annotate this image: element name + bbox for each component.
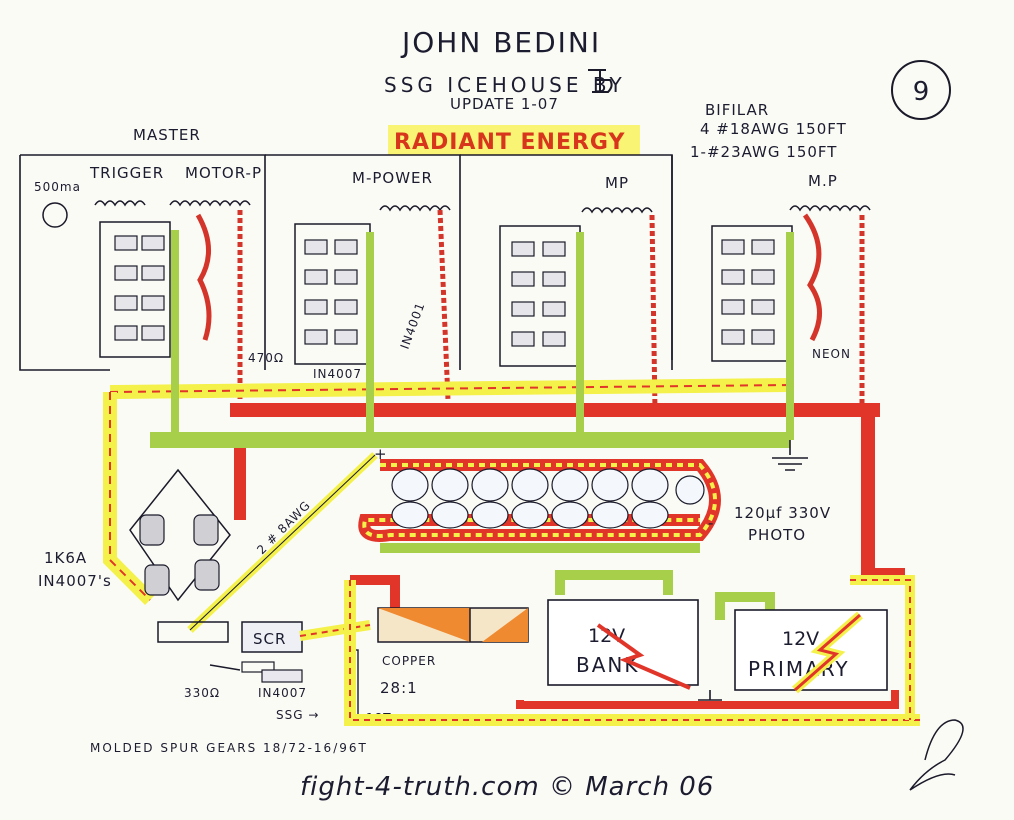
bifilar-line-2: 1-#23AWG 150FT — [690, 143, 837, 161]
jb-logo-mark: JB — [588, 69, 613, 93]
module-m-power-header: M-POWER — [352, 169, 433, 187]
primary-battery: 12V PRIMARY — [516, 575, 915, 720]
transistor-board — [99, 221, 171, 358]
neon-label: NEON — [812, 347, 851, 361]
m-power-lead-red — [437, 209, 451, 401]
top-frame-wires — [19, 154, 673, 371]
bridge-label-2: IN4007's — [38, 572, 112, 590]
motor-p-label: MOTOR-P — [185, 164, 262, 182]
bank-lightning-icon — [596, 623, 691, 690]
m-power-coil-icon — [379, 205, 451, 212]
mp-coil-icon — [581, 207, 653, 214]
resistor-330-icon — [241, 661, 275, 673]
radiant-highlight — [388, 125, 640, 155]
title-line-1: JOHN BEDINI — [400, 26, 601, 59]
ground-icon — [772, 457, 808, 471]
bank-battery: 12V BANK — [547, 570, 699, 690]
mp-transistor-icons — [511, 241, 566, 347]
bifilar-twist-icon — [195, 213, 212, 341]
in4001-label: IN4001 — [398, 300, 428, 351]
green-ground-bus — [150, 230, 808, 471]
m-power-transistor-icons — [304, 239, 358, 345]
photo-label: PHOTO — [748, 526, 806, 544]
title-block: JOHN BEDINI SSG ICEHOUSE BY JB UPDATE 1-… — [384, 26, 951, 155]
ma500-label: 500ma — [34, 180, 81, 194]
trigger-coil-icon — [94, 200, 146, 207]
bifilar-line-1: 4 #18AWG 150FT — [700, 120, 847, 138]
footer-site: fight-4-truth.com © March 06 — [300, 772, 714, 802]
bridge-label-1: 1K6A — [44, 549, 87, 567]
module-m-power: M-POWER 470Ω IN4007 IN4001 — [248, 169, 451, 401]
module-m-p-header: M.P — [808, 172, 838, 190]
bank-volts-label: 12V — [588, 625, 625, 647]
ratio-label: 28:1 — [380, 679, 418, 697]
in4007-bottom-label: IN4007 — [258, 686, 307, 700]
commutator: COPPER — [344, 575, 920, 726]
title-line-2: SSG ICEHOUSE BY — [384, 73, 626, 97]
motor-coil-icon — [169, 200, 251, 207]
bulb-icon — [42, 202, 68, 228]
module-m-p: M.P NEON — [711, 172, 871, 410]
battery-ground-icon — [698, 690, 722, 701]
scr-label: SCR — [253, 630, 286, 648]
bifilar-note: BIFILAR 4 #18AWG 150FT 1-#23AWG 150FT — [690, 101, 847, 161]
radiant-energy-label: RADIANT ENERGY — [394, 130, 626, 155]
page-number: 9 — [913, 77, 930, 107]
m-p-coil-icon — [789, 205, 871, 212]
gears-note: MOLDED SPUR GEARS 18/72-16/96T — [90, 741, 368, 755]
bifilar-heading: BIFILAR — [705, 101, 769, 119]
capacitor-icons — [391, 468, 705, 529]
copper-label: COPPER — [382, 654, 436, 668]
module-mp-header: MP — [605, 174, 629, 192]
awg-label: 2 # 8AWG — [254, 498, 313, 557]
m-p-transistor-icons — [721, 239, 775, 345]
capacitor-rating-label: 120µf 330V — [734, 504, 831, 522]
primary-volts-label: 12V — [782, 628, 819, 650]
r470-label: 470Ω — [248, 351, 284, 365]
module-master: MASTER TRIGGER MOTOR-P 500ma — [34, 126, 262, 400]
page-number-badge: 9 — [891, 60, 951, 120]
transistor-row-icons — [114, 235, 165, 341]
yellow-positive-bus — [103, 378, 791, 605]
title-line-3: UPDATE 1-07 — [450, 95, 559, 113]
signature-mark — [909, 719, 964, 791]
ssg-arrow-label: SSG → — [276, 708, 319, 722]
module-master-header: MASTER — [133, 126, 201, 144]
trigger-label: TRIGGER — [89, 164, 164, 182]
in4007-top-label: IN4007 — [313, 367, 362, 381]
bridge-diode-icons — [139, 514, 220, 596]
cap-minus-label: - — [708, 514, 714, 532]
primary-lightning-icon — [794, 613, 861, 692]
capacitor-bank: + - 120µf 330V PHOTO — [358, 445, 831, 553]
mp-lead-red — [649, 214, 658, 411]
diode-in4007-icon — [261, 669, 303, 683]
m-p-twist-icon — [802, 213, 822, 342]
cap-plus-label: + — [374, 445, 388, 463]
bridge-rectifier: 1K6A IN4007's — [38, 468, 231, 602]
r330-label: 330Ω — [184, 686, 220, 700]
module-mp: MP — [499, 174, 658, 411]
bank-name-label: BANK — [576, 653, 639, 677]
